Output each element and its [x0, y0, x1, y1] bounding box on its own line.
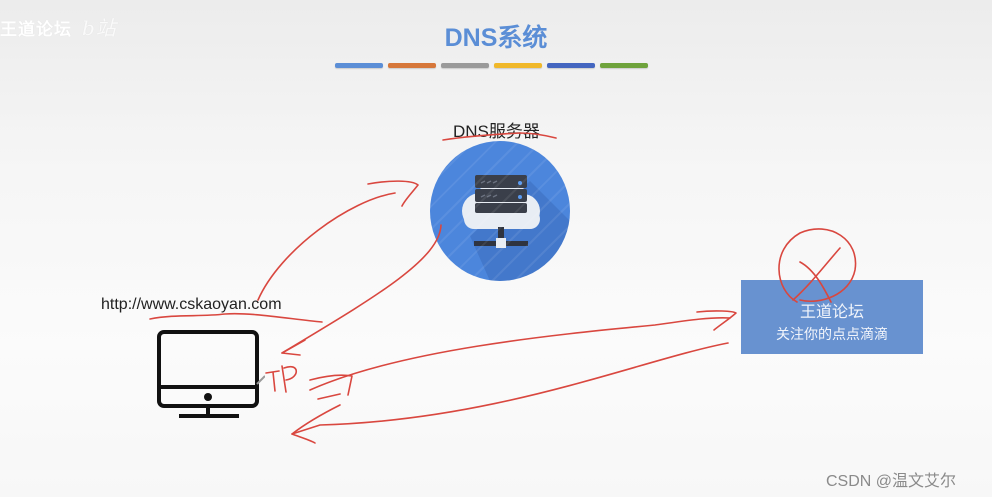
color-bar [441, 63, 489, 68]
underline-url [149, 312, 323, 323]
web-server-box: 王道论坛 关注你的点点滴滴 [741, 280, 923, 354]
dns-server-label: DNS服务器 [453, 122, 540, 141]
web-server-slogan: 关注你的点点滴滴 [776, 327, 888, 343]
brand-script-logo: b站 [82, 16, 117, 40]
brand-watermark: 王道论坛 b站 [0, 12, 117, 41]
cloud-server-icon [462, 175, 570, 281]
client-url-label: http://www.cskaoyan.com [101, 296, 282, 313]
csdn-watermark: CSDN @温文艾尔 [826, 473, 957, 490]
arrow-dns-to-client [281, 224, 442, 354]
arrow-client-to-web [309, 317, 731, 391]
brand-text: 王道论坛 [0, 20, 72, 40]
web-server-title: 王道论坛 [799, 302, 864, 321]
arrow-web-to-client [291, 342, 729, 435]
color-bar [494, 63, 542, 68]
handwritten-ip [265, 365, 298, 393]
arrow-client-to-dns [257, 192, 396, 301]
dns-server-node [430, 141, 570, 281]
color-bar [388, 63, 436, 68]
desktop-computer-icon [157, 330, 265, 418]
color-bar [600, 63, 648, 68]
color-bar [547, 63, 595, 68]
slide-title: DNS系统 [444, 24, 548, 52]
color-bar-strip [335, 63, 648, 68]
color-bar [335, 63, 383, 68]
